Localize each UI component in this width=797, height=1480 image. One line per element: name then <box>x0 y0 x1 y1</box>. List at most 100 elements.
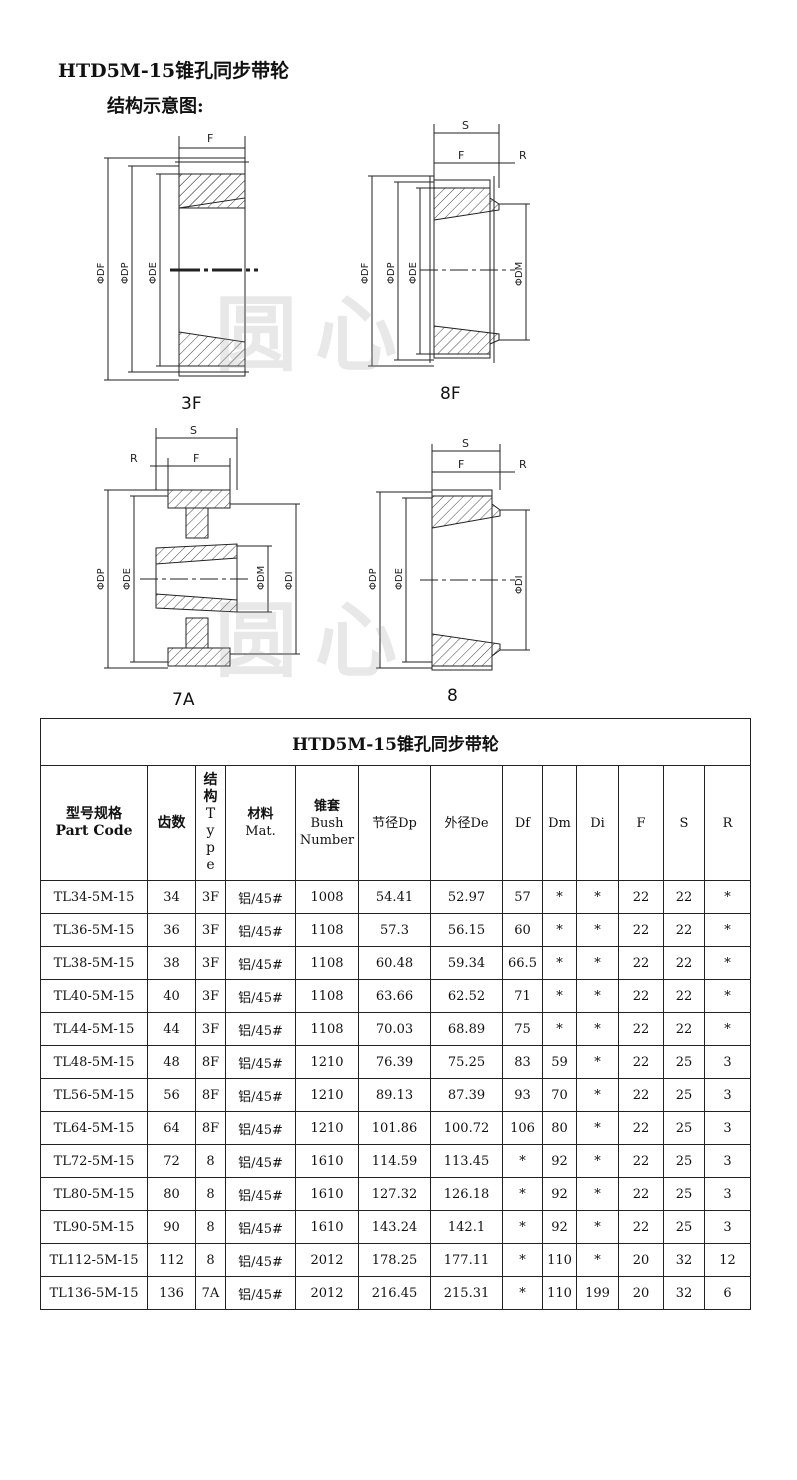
cell-de: 75.25 <box>430 1045 503 1079</box>
cell-part-code: TL48-5M-15 <box>40 1045 148 1079</box>
dim-label: ΦDP <box>120 262 131 284</box>
cell-type: 8 <box>195 1243 226 1277</box>
dim-label: ΦDF <box>360 262 371 284</box>
cell-part-code: TL90-5M-15 <box>40 1210 148 1244</box>
cell-type: 7A <box>195 1276 226 1310</box>
cell-de: 142.1 <box>430 1210 503 1244</box>
cell-dp: 114.59 <box>358 1144 431 1178</box>
cell-type: 8 <box>195 1144 226 1178</box>
diagram-3f: F ΦDF ΦDP ΦDE <box>96 132 258 381</box>
cell-bush: 2012 <box>295 1276 359 1310</box>
cell-bush: 1108 <box>295 1012 359 1046</box>
cell-de: 52.97 <box>430 880 503 914</box>
cell-di: 199 <box>576 1276 619 1310</box>
cell-type: 8F <box>195 1078 226 1112</box>
cell-part-code: TL136-5M-15 <box>40 1276 148 1310</box>
cell-r: * <box>703 979 752 1013</box>
cell-r: 3 <box>703 1210 752 1244</box>
cell-teeth: 90 <box>147 1210 196 1244</box>
cell-teeth: 36 <box>147 913 196 947</box>
cell-part-code: TL56-5M-15 <box>40 1078 148 1112</box>
cell-material: 铝/45# <box>225 1012 296 1046</box>
cell-dp: 89.13 <box>358 1078 431 1112</box>
cell-dp: 127.32 <box>358 1177 431 1211</box>
cell-di: * <box>576 1243 619 1277</box>
cell-dp: 76.39 <box>358 1045 431 1079</box>
cell-material: 铝/45# <box>225 1045 296 1079</box>
cell-f: 22 <box>618 1111 664 1145</box>
dim-label: S <box>462 437 469 450</box>
cell-type: 3F <box>195 1012 226 1046</box>
header-dp: 节径Dp <box>358 765 431 881</box>
cell-s: 22 <box>663 979 705 1013</box>
cell-s: 25 <box>663 1210 705 1244</box>
cell-s: 22 <box>663 1012 705 1046</box>
dim-label: ΦDE <box>408 262 419 284</box>
cell-de: 59.34 <box>430 946 503 980</box>
cell-s: 22 <box>663 913 705 947</box>
cell-dp: 143.24 <box>358 1210 431 1244</box>
header-di: Di <box>576 765 619 881</box>
header-dm: Dm <box>542 765 577 881</box>
cell-s: 22 <box>663 880 705 914</box>
cell-de: 87.39 <box>430 1078 503 1112</box>
cell-teeth: 40 <box>147 979 196 1013</box>
cell-bush: 1610 <box>295 1210 359 1244</box>
cell-dp: 63.66 <box>358 979 431 1013</box>
cell-de: 56.15 <box>430 913 503 947</box>
dim-label: ΦDM <box>514 262 525 286</box>
cell-bush: 1008 <box>295 880 359 914</box>
dim-label: R <box>130 452 138 465</box>
table-title: HTD5M-15锥孔同步带轮 <box>39 718 752 766</box>
cell-bush: 1108 <box>295 913 359 947</box>
cell-bush: 1610 <box>295 1177 359 1211</box>
page-title: HTD5M-15锥孔同步带轮 <box>58 60 290 82</box>
cell-bush: 1210 <box>295 1078 359 1112</box>
cell-df: * <box>502 1177 543 1211</box>
cell-r: * <box>703 1012 752 1046</box>
cell-dp: 54.41 <box>358 880 431 914</box>
cell-de: 177.11 <box>430 1243 503 1277</box>
cell-material: 铝/45# <box>225 913 296 947</box>
cell-r: 3 <box>703 1144 752 1178</box>
cell-dm: 110 <box>542 1243 577 1277</box>
cell-material: 铝/45# <box>225 1210 296 1244</box>
cell-teeth: 136 <box>147 1276 196 1310</box>
cell-de: 113.45 <box>430 1144 503 1178</box>
cell-teeth: 34 <box>147 880 196 914</box>
cell-r: 3 <box>703 1111 752 1145</box>
cell-di: * <box>576 1045 619 1079</box>
cell-part-code: TL44-5M-15 <box>40 1012 148 1046</box>
dim-label: R <box>519 149 527 162</box>
dim-label: ΦDP <box>96 568 107 590</box>
cell-dm: 92 <box>542 1177 577 1211</box>
cell-di: * <box>576 1078 619 1112</box>
cell-dm: * <box>542 880 577 914</box>
dim-label: ΦDP <box>368 568 379 590</box>
cell-type: 8 <box>195 1210 226 1244</box>
cell-df: 106 <box>502 1111 543 1145</box>
cell-part-code: TL34-5M-15 <box>40 880 148 914</box>
cell-teeth: 44 <box>147 1012 196 1046</box>
cell-dm: * <box>542 979 577 1013</box>
cell-df: 75 <box>502 1012 543 1046</box>
cell-df: * <box>502 1210 543 1244</box>
header-df: Df <box>502 765 543 881</box>
cell-material: 铝/45# <box>225 1144 296 1178</box>
diagram-canvas: F ΦDF ΦDP ΦDE <box>96 119 530 671</box>
dim-label: ΦDP <box>386 262 397 284</box>
header-s: S <box>663 765 705 881</box>
cell-s: 22 <box>663 946 705 980</box>
cell-df: 93 <box>502 1078 543 1112</box>
